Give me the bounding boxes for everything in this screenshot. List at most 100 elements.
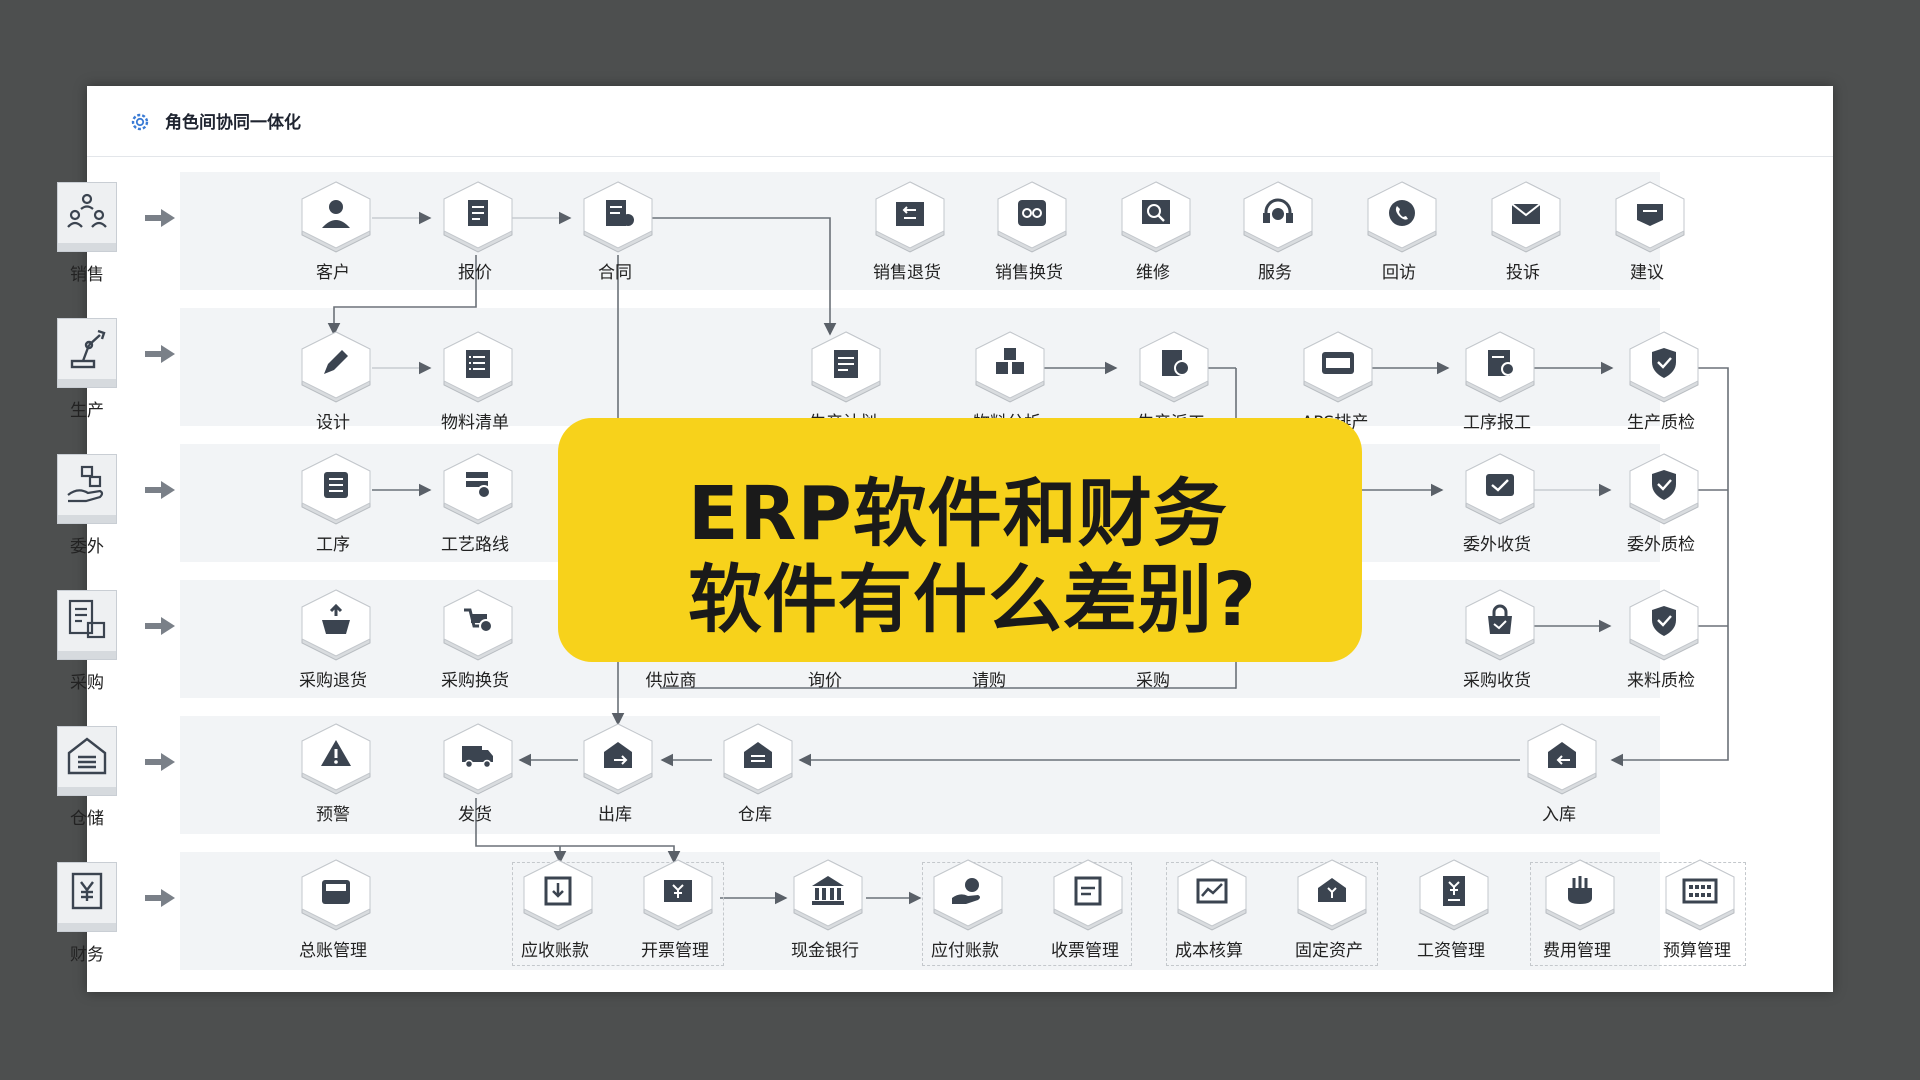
row-icon-warehouse	[57, 726, 117, 796]
node-service[interactable]: 服务	[1220, 180, 1330, 283]
node-payroll[interactable]: 工资管理	[1396, 858, 1506, 961]
node-route[interactable]: 工艺路线	[420, 452, 530, 555]
band-warehouse	[180, 716, 1660, 834]
node-inbound[interactable]: 入库	[1504, 722, 1614, 825]
asset-icon	[1297, 859, 1367, 931]
node-cash-bank[interactable]: 现金银行	[770, 858, 880, 961]
row-arrow-icon	[145, 209, 175, 227]
band-finance	[180, 852, 1660, 970]
node-label: 投诉	[1506, 263, 1540, 283]
warehouse-icon	[723, 723, 793, 795]
node-label: 报价	[458, 263, 492, 283]
return-box-icon	[875, 181, 945, 253]
node-shipping[interactable]: 发货	[420, 722, 530, 825]
node-production-plan[interactable]: 生产计划	[788, 330, 898, 433]
receipt-icon	[1053, 859, 1123, 931]
label-purchase[interactable]: 采购	[1136, 671, 1170, 691]
node-label: 委外收货	[1463, 535, 1531, 555]
node-label: 仓库	[738, 805, 772, 825]
node-label: 现金银行	[791, 941, 859, 961]
quote-doc-icon	[443, 181, 513, 253]
node-budget[interactable]: 预算管理	[1642, 858, 1752, 961]
node-suggestion[interactable]: 建议	[1592, 180, 1702, 283]
node-purchase-receive[interactable]: 采购收货	[1442, 588, 1552, 691]
node-customer[interactable]: 客户	[278, 180, 388, 283]
node-process-report[interactable]: 工序报工	[1442, 330, 1552, 433]
row-label-production: 生产	[70, 401, 104, 421]
label-inquiry[interactable]: 询价	[808, 671, 842, 691]
node-follow-up[interactable]: 回访	[1344, 180, 1454, 283]
basket-return-icon	[301, 589, 371, 661]
node-repair[interactable]: 维修	[1098, 180, 1208, 283]
node-label: 应收账款	[521, 941, 589, 961]
gear-icon	[131, 113, 149, 131]
node-cost-accounting[interactable]: 成本核算	[1154, 858, 1264, 961]
node-label: 回访	[1382, 263, 1416, 283]
node-production-qc[interactable]: 生产质检	[1606, 330, 1716, 433]
node-label: 开票管理	[641, 941, 709, 961]
node-expense[interactable]: 费用管理	[1522, 858, 1632, 961]
node-label: 维修	[1136, 263, 1170, 283]
node-alert[interactable]: 预警	[278, 722, 388, 825]
node-fixed-assets[interactable]: 固定资产	[1274, 858, 1384, 961]
label-supplier[interactable]: 供应商	[645, 671, 697, 691]
node-label: 费用管理	[1543, 941, 1611, 961]
label-requisition[interactable]: 请购	[972, 671, 1006, 691]
node-label: 发货	[458, 805, 492, 825]
group-receivable	[512, 862, 724, 966]
node-receipt-mgmt[interactable]: 收票管理	[1030, 858, 1140, 961]
repair-icon	[1121, 181, 1191, 253]
cubes-icon	[975, 331, 1045, 403]
node-label: 工艺路线	[441, 535, 509, 555]
node-incoming-qc[interactable]: 来料质检	[1606, 588, 1716, 691]
node-material-analysis[interactable]: 物料分析	[952, 330, 1062, 433]
node-bom[interactable]: 物料清单	[420, 330, 530, 433]
mail-icon	[1491, 181, 1561, 253]
node-outsource-receive[interactable]: 委外收货	[1442, 452, 1552, 555]
route-icon	[443, 453, 513, 525]
yen-document-icon	[71, 872, 103, 910]
pencil-icon	[301, 331, 371, 403]
inbound-icon	[1527, 723, 1597, 795]
node-process[interactable]: 工序	[278, 452, 388, 555]
row-label-sales: 销售	[70, 265, 104, 285]
page-title: 角色间协同一体化	[165, 113, 301, 133]
node-label: 入库	[1542, 805, 1576, 825]
row-arrow-icon	[145, 617, 175, 635]
node-label: 销售退货	[873, 263, 941, 283]
node-sales-exchange[interactable]: 销售换货	[974, 180, 1084, 283]
node-outbound[interactable]: 出库	[560, 722, 670, 825]
node-purchase-return[interactable]: 采购退货	[278, 588, 388, 691]
node-label: 销售换货	[995, 263, 1063, 283]
node-receivable[interactable]: 应收账款	[500, 858, 610, 961]
node-label: 采购退货	[299, 671, 367, 691]
row-label-finance: 财务	[70, 945, 104, 965]
hand-box-icon	[67, 465, 104, 503]
node-sales-return[interactable]: 销售退货	[852, 180, 962, 283]
shield-check-icon	[1629, 589, 1699, 661]
node-design[interactable]: 设计	[278, 330, 388, 433]
node-label: 委外质检	[1627, 535, 1695, 555]
node-label: 物料清单	[441, 413, 509, 433]
dispatch-icon	[1139, 331, 1209, 403]
node-outsource-qc[interactable]: 委外质检	[1606, 452, 1716, 555]
node-dispatch[interactable]: 生产派工	[1116, 330, 1226, 433]
salary-icon	[1419, 859, 1489, 931]
node-label: 工序	[316, 535, 350, 555]
node-label: 建议	[1630, 263, 1664, 283]
checklist-icon	[443, 331, 513, 403]
node-payable[interactable]: 应付账款	[910, 858, 1020, 961]
node-invoicing[interactable]: 开票管理	[620, 858, 730, 961]
node-aps[interactable]: APS排产	[1280, 330, 1390, 433]
row-arrow-icon	[145, 753, 175, 771]
node-purchase-exchange[interactable]: 采购换货	[420, 588, 530, 691]
node-warehouse[interactable]: 仓库	[700, 722, 810, 825]
expense-icon	[1545, 859, 1615, 931]
node-complaint[interactable]: 投诉	[1468, 180, 1578, 283]
ledger-icon	[301, 859, 371, 931]
node-contract[interactable]: 合同	[560, 180, 670, 283]
header: 角色间协同一体化	[87, 86, 1833, 157]
node-label: 工序报工	[1463, 413, 1531, 433]
node-quotation[interactable]: 报价	[420, 180, 530, 283]
node-general-ledger[interactable]: 总账管理	[278, 858, 388, 961]
